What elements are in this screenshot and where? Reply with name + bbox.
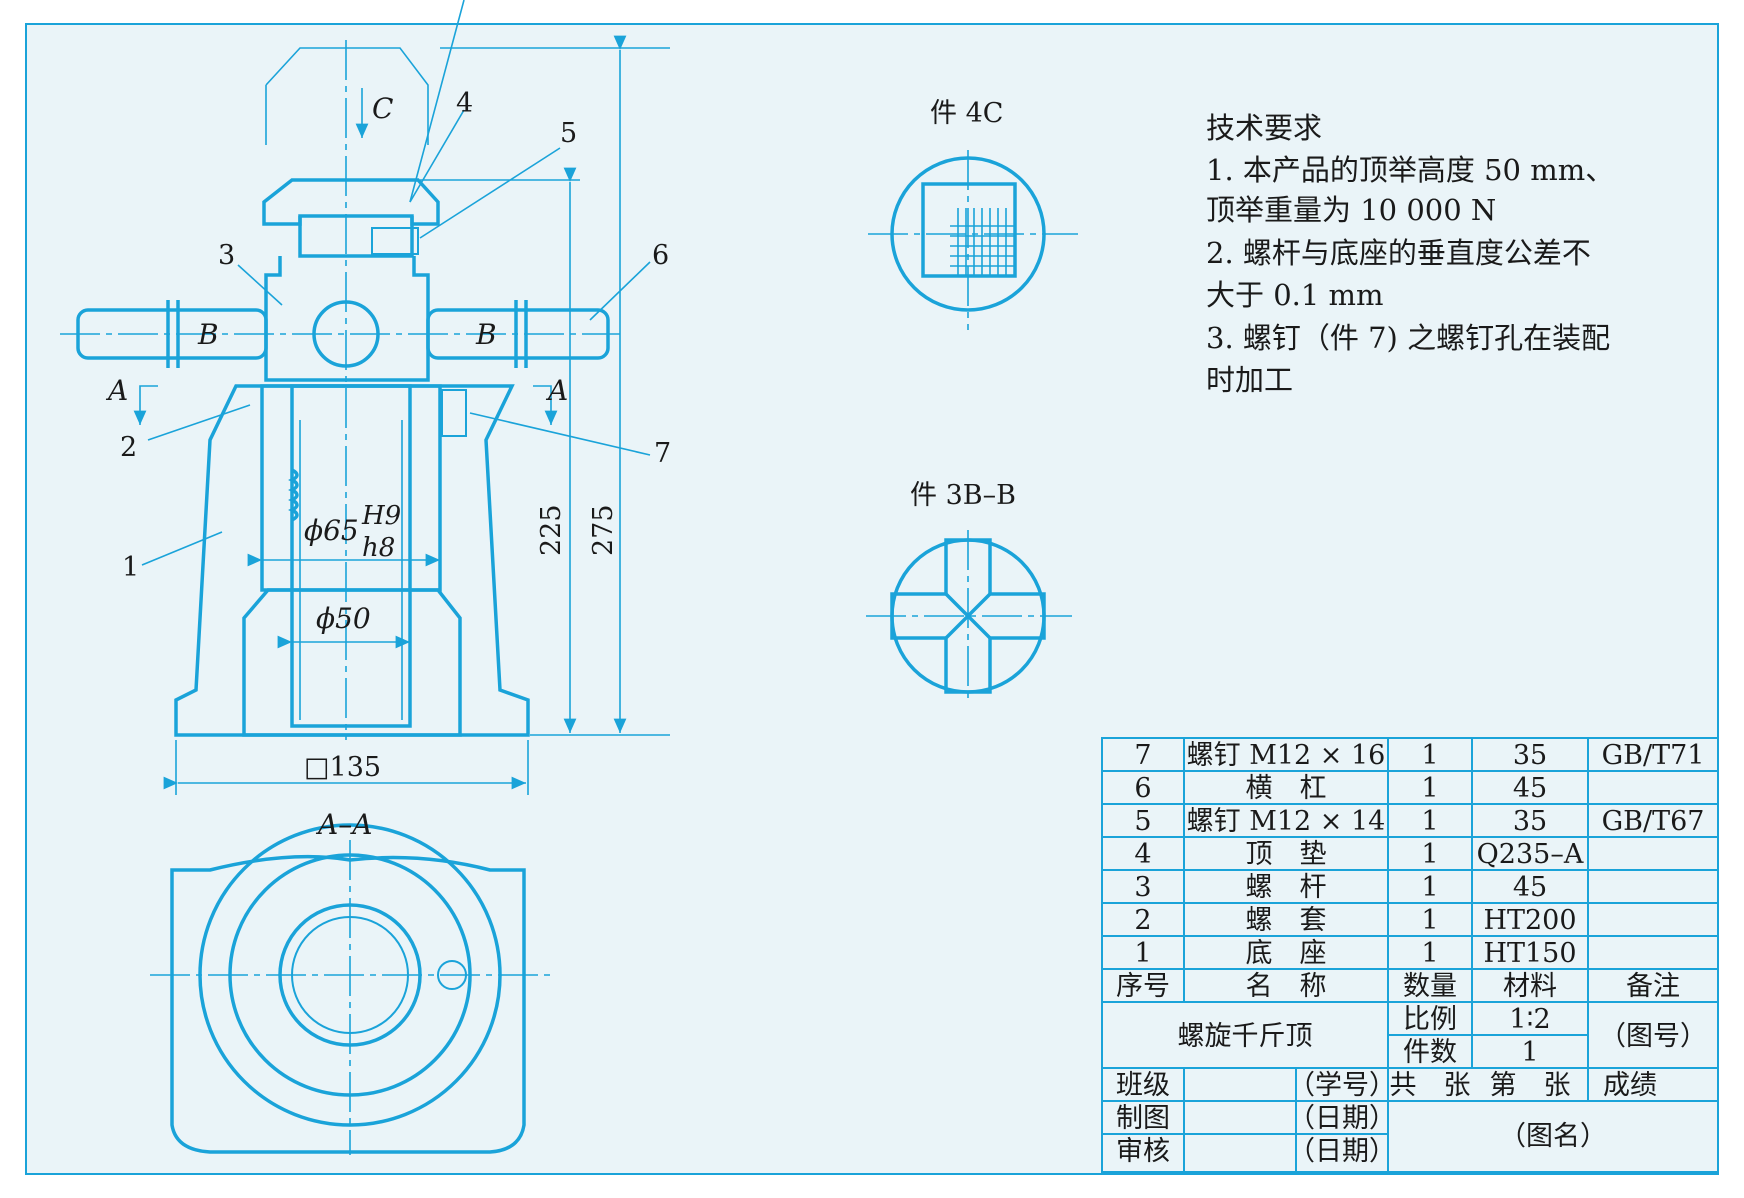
part3bb-view bbox=[866, 530, 1072, 700]
balloon-4: 4 bbox=[456, 88, 473, 119]
part-name: 顶 垫 bbox=[1246, 839, 1327, 870]
header-note: 备注 bbox=[1626, 971, 1680, 1002]
part-material: HT200 bbox=[1483, 905, 1576, 936]
balloon-6: 6 bbox=[652, 240, 669, 271]
part-note: GB/T67 bbox=[1602, 806, 1705, 837]
drawing-no: （图号） bbox=[1599, 1021, 1707, 1052]
sheets-total: 共 张 bbox=[1390, 1070, 1471, 1101]
b-mark-right: B bbox=[475, 318, 497, 351]
section-mark-right: A bbox=[545, 374, 568, 407]
part-material: HT150 bbox=[1483, 938, 1576, 969]
class-label: 班级 bbox=[1116, 1070, 1170, 1101]
part-material: 45 bbox=[1513, 773, 1547, 804]
tech-line: 3. 螺钉（件 7) 之螺钉孔在装配 bbox=[1206, 321, 1610, 355]
part-qty: 1 bbox=[1421, 773, 1438, 804]
dim-h225: 225 bbox=[536, 504, 567, 556]
header-name: 名 称 bbox=[1246, 971, 1327, 1002]
dim-h275: 275 bbox=[588, 504, 619, 556]
drawing-name: （图名） bbox=[1499, 1121, 1607, 1152]
parts-list: 7 螺钉 M12 × 16 1 35 GB/T71 6 横 杠 1 45 5 螺… bbox=[1116, 740, 1707, 1167]
balloon-5: 5 bbox=[560, 118, 577, 149]
tech-line: 2. 螺杆与底座的垂直度公差不 bbox=[1206, 236, 1591, 270]
part-no: 5 bbox=[1134, 806, 1151, 837]
tech-line: 1. 本产品的顶举高度 50 mm、 bbox=[1206, 153, 1614, 187]
balloon-7: 7 bbox=[654, 438, 671, 469]
part-name: 螺 套 bbox=[1246, 905, 1327, 936]
part-note: GB/T71 bbox=[1602, 740, 1705, 771]
part-material: 45 bbox=[1513, 872, 1547, 903]
part-no: 2 bbox=[1134, 905, 1151, 936]
part-material: 35 bbox=[1513, 740, 1547, 771]
tech-line: 大于 0.1 mm bbox=[1206, 278, 1384, 312]
base-body bbox=[174, 384, 530, 737]
dim-fit-hole: H9 bbox=[361, 501, 401, 531]
scale-value: 1∶2 bbox=[1509, 1004, 1550, 1035]
part3bb-label: 件 3B–B bbox=[910, 480, 1016, 511]
part-qty: 1 bbox=[1421, 905, 1438, 936]
dim-sq135: □135 bbox=[304, 752, 381, 783]
check-label: 审核 bbox=[1116, 1136, 1170, 1167]
grade-label: 成绩 bbox=[1603, 1070, 1657, 1101]
header-no: 序号 bbox=[1116, 971, 1170, 1002]
tech-requirements: 技术要求 1. 本产品的顶举高度 50 mm、 顶举重量为 10 000 N 2… bbox=[1206, 111, 1614, 397]
screw-5 bbox=[371, 227, 419, 255]
part-no: 6 bbox=[1134, 773, 1151, 804]
part-material: 35 bbox=[1513, 806, 1547, 837]
part-qty: 1 bbox=[1421, 839, 1438, 870]
section-aa-view bbox=[150, 823, 550, 1155]
part-qty: 1 bbox=[1421, 806, 1438, 837]
main-view bbox=[60, 0, 670, 795]
section-aa-label: A–A bbox=[315, 808, 372, 841]
part4c-view bbox=[868, 150, 1078, 330]
drawn-label: 制图 bbox=[1116, 1103, 1170, 1134]
balloon-2: 2 bbox=[120, 432, 137, 463]
part-no: 3 bbox=[1134, 872, 1151, 903]
part-name: 螺钉 M12 × 16 bbox=[1187, 740, 1386, 771]
header-material: 材料 bbox=[1503, 971, 1557, 1002]
check-date: （日期） bbox=[1288, 1136, 1396, 1167]
part-no: 1 bbox=[1134, 938, 1151, 969]
part-qty: 1 bbox=[1421, 938, 1438, 969]
title-block bbox=[1101, 737, 1719, 1173]
scale-label: 比例 bbox=[1403, 1004, 1457, 1035]
view-mark-c: C bbox=[372, 92, 393, 125]
screw-7 bbox=[441, 389, 467, 437]
dim-fit-shaft: h8 bbox=[362, 533, 395, 563]
student-no: （学号） bbox=[1288, 1070, 1396, 1101]
part-qty: 1 bbox=[1421, 872, 1438, 903]
b-mark-left: B bbox=[197, 318, 219, 351]
part-qty: 1 bbox=[1421, 740, 1438, 771]
tech-title: 技术要求 bbox=[1206, 111, 1322, 145]
section-mark-left: A bbox=[105, 374, 128, 407]
part-no: 7 bbox=[1134, 740, 1151, 771]
balloon-3: 3 bbox=[218, 240, 235, 271]
tech-line: 顶举重量为 10 000 N bbox=[1206, 193, 1496, 227]
drawn-date: （日期） bbox=[1288, 1103, 1396, 1134]
header-qty: 数量 bbox=[1403, 971, 1457, 1002]
part-name: 底 座 bbox=[1246, 938, 1327, 969]
balloon-1: 1 bbox=[122, 552, 139, 583]
count-value: 1 bbox=[1521, 1037, 1538, 1068]
part-material: Q235–A bbox=[1477, 839, 1584, 870]
part4c-label: 件 4C bbox=[930, 98, 1003, 129]
part-name: 螺钉 M12 × 14 bbox=[1187, 806, 1386, 837]
part-name: 横 杠 bbox=[1246, 773, 1327, 804]
tech-line: 时加工 bbox=[1206, 363, 1293, 397]
dim-d50: ϕ50 bbox=[316, 602, 371, 635]
sheet-no: 第 张 bbox=[1490, 1070, 1571, 1101]
dim-d65: ϕ65 bbox=[304, 514, 359, 547]
count-label: 件数 bbox=[1403, 1037, 1457, 1068]
assembly-name: 螺旋千斤顶 bbox=[1178, 1021, 1313, 1052]
part-name: 螺 杆 bbox=[1246, 872, 1327, 903]
part-no: 4 bbox=[1134, 839, 1151, 870]
